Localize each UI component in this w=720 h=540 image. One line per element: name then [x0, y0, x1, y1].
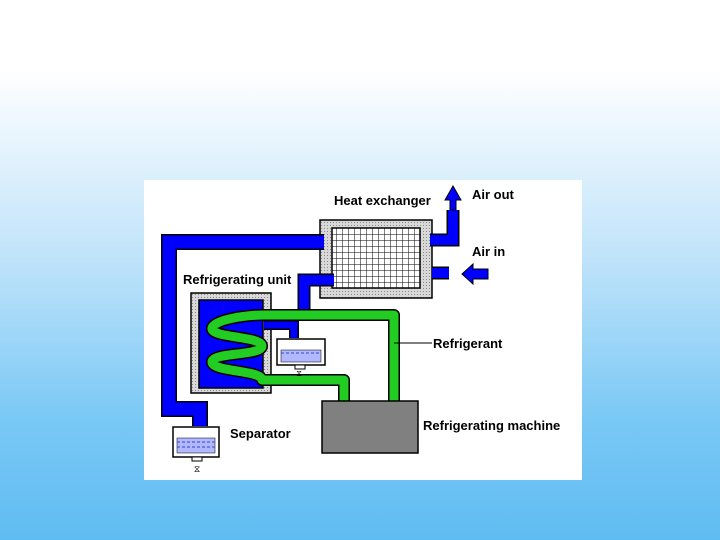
small-separator: ⧖	[264, 320, 326, 378]
separator-liquid	[176, 437, 216, 454]
refrigerating-machine	[321, 400, 419, 454]
refrigerant-pipe-top	[264, 310, 399, 402]
air-pipes	[161, 210, 460, 426]
drain-valve-icon: ⧖	[194, 464, 200, 474]
label-refrigerating-unit: Refrigerating unit	[183, 272, 292, 287]
label-refrigerant: Refrigerant	[433, 336, 503, 351]
heat-exchanger	[319, 219, 433, 299]
diagram-panel: ⧖ ⧖ Heat exchanger Air out Air in Refrig…	[144, 180, 582, 480]
refrigerant-coil	[207, 310, 349, 402]
separator: ⧖	[172, 426, 220, 474]
small-separator-liquid	[280, 349, 322, 363]
air-pipe-inner	[299, 275, 334, 315]
air-out-pipe	[430, 210, 458, 245]
small-drain-valve-icon: ⧖	[296, 369, 302, 378]
refrigerant-pipe	[206, 309, 400, 402]
air-out-arrow-icon	[444, 184, 462, 211]
air-pipe-outer	[162, 235, 324, 426]
label-refrigerating-machine: Refrigerating machine	[423, 418, 560, 433]
label-separator: Separator	[230, 426, 291, 441]
label-heat-exchanger: Heat exchanger	[334, 193, 431, 208]
air-in-arrow-icon	[461, 262, 489, 286]
diagram-svg: ⧖ ⧖ Heat exchanger Air out Air in Refrig…	[161, 184, 560, 474]
label-air-in: Air in	[472, 244, 505, 259]
label-air-out: Air out	[472, 187, 515, 202]
heat-exchanger-grid	[331, 227, 421, 289]
